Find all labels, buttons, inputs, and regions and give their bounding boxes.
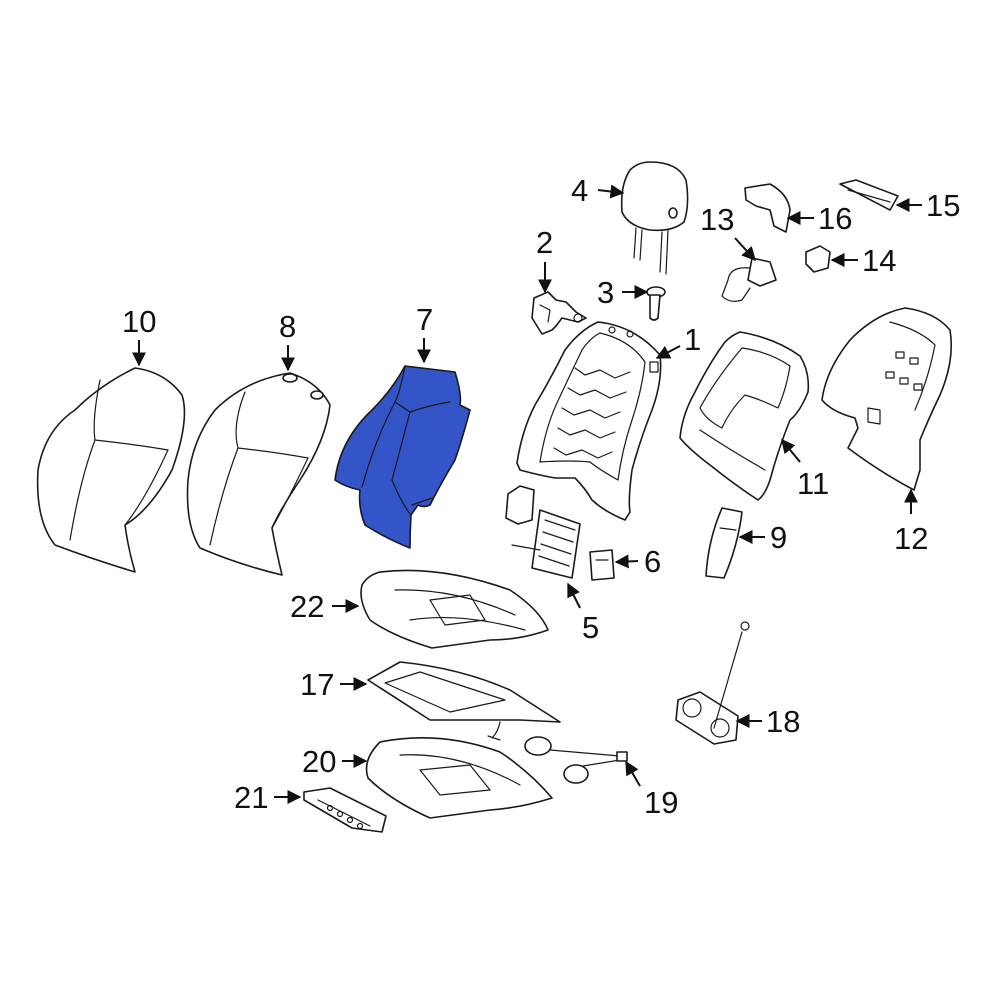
callout-20: 20 — [302, 744, 336, 779]
part-3-pin[interactable] — [646, 286, 666, 321]
callout-16: 16 — [818, 201, 852, 236]
callout-2: 2 — [536, 225, 553, 260]
part-6-module[interactable] — [589, 549, 615, 581]
part-14-clip[interactable] — [805, 245, 831, 273]
callout-4: 4 — [571, 173, 588, 208]
part-17-heater-mat[interactable] — [367, 661, 561, 741]
callout-6: 6 — [644, 544, 661, 579]
part-2-bracket[interactable] — [531, 291, 587, 335]
part-20-seat-foam[interactable] — [365, 736, 553, 819]
part-12-rear-shell[interactable] — [821, 307, 953, 491]
callout-5: 5 — [582, 610, 599, 645]
part-1-backrest-frame[interactable] — [516, 321, 662, 521]
part-11-back-panel[interactable] — [679, 331, 810, 501]
callout-7: 7 — [416, 302, 433, 337]
callout-21: 21 — [234, 780, 268, 815]
part-13-connector[interactable] — [721, 257, 777, 302]
part-10-backrest-cover[interactable] — [36, 367, 186, 573]
leader-4 — [597, 184, 625, 199]
callout-1: 1 — [684, 322, 701, 357]
part-15-strip[interactable] — [839, 179, 899, 211]
callout-11: 11 — [797, 466, 829, 501]
part-7-backrest-pad[interactable] — [334, 365, 471, 549]
part-21-mat[interactable] — [303, 787, 387, 833]
leader-11 — [781, 438, 801, 463]
callout-12: 12 — [894, 521, 928, 556]
callout-3: 3 — [597, 275, 614, 310]
part-5-lumbar[interactable] — [505, 485, 581, 579]
callout-8: 8 — [279, 309, 296, 344]
leader-5 — [567, 582, 581, 609]
leader-6 — [614, 554, 639, 569]
callout-9: 9 — [770, 520, 787, 555]
part-18-sensor[interactable] — [675, 621, 750, 745]
callout-13: 13 — [700, 202, 734, 237]
part-19-harness[interactable] — [524, 736, 628, 784]
part-16-trim[interactable] — [744, 183, 791, 233]
callout-14: 14 — [862, 243, 896, 278]
part-9-bolster[interactable] — [705, 507, 743, 579]
part-4-headrest[interactable] — [620, 161, 689, 275]
leader-19 — [625, 760, 641, 787]
leader-1 — [655, 345, 681, 359]
callout-labels: 1 2 3 4 5 6 7 8 9 10 11 12 13 14 15 16 1… — [122, 173, 960, 820]
callout-10: 10 — [122, 304, 156, 339]
callout-19: 19 — [644, 785, 678, 820]
callout-17: 17 — [300, 667, 334, 702]
callout-22: 22 — [290, 589, 324, 624]
callout-18: 18 — [766, 704, 800, 739]
callout-15: 15 — [926, 188, 960, 223]
part-8-backrest-cushion[interactable] — [186, 372, 331, 576]
leader-lines — [132, 184, 922, 804]
part-22-seat-cover[interactable] — [360, 569, 549, 649]
leader-13 — [734, 237, 756, 262]
